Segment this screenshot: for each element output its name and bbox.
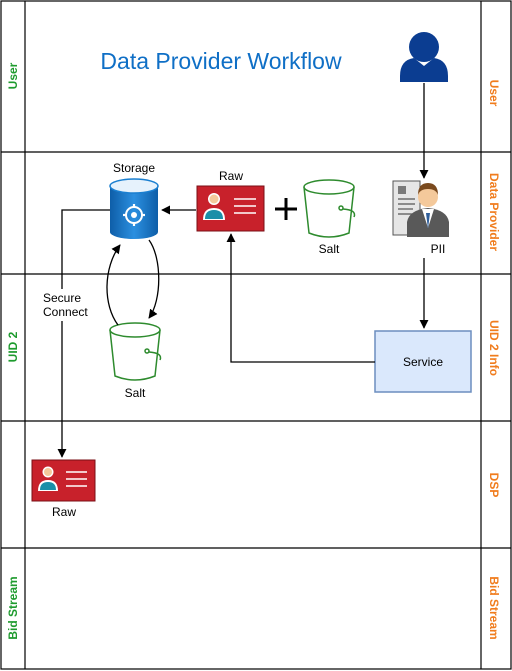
plus-icon — [275, 198, 297, 220]
lane-label-right-uid2-info: UID 2 Info — [487, 320, 501, 376]
salt-bottom-label: Salt — [125, 386, 146, 400]
pii-label: PII — [431, 242, 446, 256]
lane-label-right-user: User — [487, 80, 501, 107]
raw-top-label: Raw — [219, 169, 243, 183]
diagram-title: Data Provider Workflow — [100, 48, 342, 74]
user-icon — [400, 32, 448, 82]
arrow-salt-to-storage — [106, 244, 121, 326]
raw-bottom-label: Raw — [52, 505, 76, 519]
storage-database-icon — [109, 178, 159, 239]
salt-bucket-bottom-icon — [109, 322, 162, 381]
arrow-service-to-raw — [226, 233, 375, 363]
raw-id-card-icon — [196, 185, 265, 232]
secure-connect-label-line2: Connect — [43, 305, 88, 319]
salt-bucket-icon — [303, 179, 356, 238]
secure-connect-label-line1: Secure — [43, 291, 81, 305]
lane-label-left-uid2: UID 2 — [6, 331, 20, 362]
arrow-secure-connect — [62, 209, 110, 457]
pii-person-icon — [392, 180, 449, 237]
lane-label-right-dsp: DSP — [487, 473, 501, 498]
lane-label-left-bid-stream: Bid Stream — [6, 576, 20, 639]
storage-label: Storage — [113, 161, 155, 175]
lane-label-left-user: User — [6, 62, 20, 89]
service-label: Service — [403, 355, 443, 369]
lane-label-right-data-provider: Data Provider — [487, 173, 501, 251]
service-box — [374, 330, 472, 393]
raw-id-card-bottom-icon — [31, 459, 96, 502]
salt-top-label: Salt — [319, 242, 340, 256]
lane-label-right-bid-stream: Bid Stream — [487, 576, 501, 639]
arrow-storage-to-salt — [148, 239, 160, 319]
